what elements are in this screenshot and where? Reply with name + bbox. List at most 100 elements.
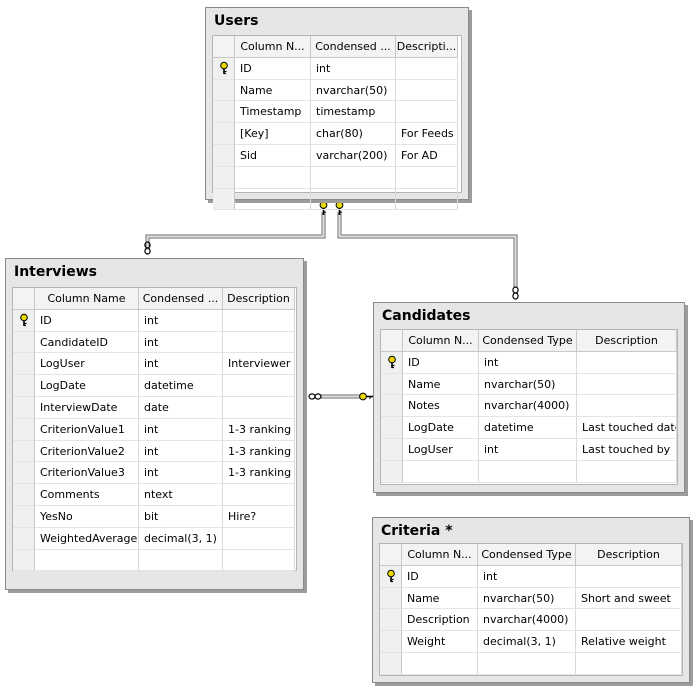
column-description-cell[interactable]	[577, 373, 677, 396]
column-type-cell[interactable]: int	[139, 353, 223, 376]
empty-cell[interactable]	[478, 652, 576, 675]
row-selector[interactable]	[380, 565, 402, 588]
column-description-cell[interactable]	[576, 609, 682, 632]
column-name-header[interactable]: Column Name	[35, 288, 139, 310]
column-description-cell[interactable]	[396, 57, 458, 80]
column-type-cell[interactable]: date	[139, 396, 223, 419]
column-description-cell[interactable]	[223, 309, 295, 332]
column-name-cell[interactable]: LogUser	[35, 353, 139, 376]
table-users[interactable]: Users Column N...Condensed ...Descripti.…	[205, 7, 469, 211]
column-description-cell[interactable]: Last touched date	[577, 417, 677, 439]
column-name-cell[interactable]: Sid	[235, 144, 311, 167]
empty-cell[interactable]	[311, 166, 396, 189]
column-name-header[interactable]: Column N...	[402, 544, 478, 566]
row-selector[interactable]	[13, 309, 35, 332]
empty-cell[interactable]	[396, 166, 458, 189]
column-name-cell[interactable]: LogDate	[403, 417, 479, 439]
relationship-interviews-users[interactable]	[145, 212, 326, 250]
column-type-cell[interactable]: int	[139, 440, 223, 463]
column-type-cell[interactable]: nvarchar(4000)	[478, 609, 576, 632]
row-selector[interactable]	[381, 417, 403, 439]
column-name-cell[interactable]: Weight	[402, 631, 478, 653]
row-selector-header[interactable]	[380, 544, 402, 566]
row-selector[interactable]	[213, 144, 235, 167]
row-selector-header[interactable]	[381, 330, 403, 352]
row-selector[interactable]	[13, 549, 35, 572]
row-selector[interactable]	[13, 484, 35, 506]
column-name-cell[interactable]: Name	[403, 373, 479, 396]
empty-cell[interactable]	[576, 652, 682, 675]
column-name-cell[interactable]: Description	[402, 609, 478, 632]
column-type-cell[interactable]: nvarchar(50)	[479, 373, 577, 396]
column-name-cell[interactable]: CriterionValue1	[35, 418, 139, 441]
row-selector[interactable]	[381, 395, 403, 418]
column-name-cell[interactable]: CriterionValue2	[35, 440, 139, 463]
description-header[interactable]: Description	[223, 288, 295, 310]
column-description-cell[interactable]	[396, 101, 458, 124]
row-selector[interactable]	[13, 331, 35, 354]
column-name-cell[interactable]: CandidateID	[35, 331, 139, 354]
column-type-cell[interactable]: int	[139, 309, 223, 332]
column-description-cell[interactable]: For AD	[396, 144, 458, 167]
column-type-cell[interactable]: int	[139, 331, 223, 354]
column-name-cell[interactable]: Timestamp	[235, 101, 311, 124]
column-description-cell[interactable]	[577, 395, 677, 418]
empty-cell[interactable]	[479, 460, 577, 483]
row-selector[interactable]	[13, 505, 35, 528]
empty-cell[interactable]	[402, 652, 478, 675]
row-selector[interactable]	[213, 188, 235, 211]
empty-cell[interactable]	[311, 188, 396, 211]
column-name-cell[interactable]: ID	[35, 309, 139, 332]
column-name-cell[interactable]: LogDate	[35, 375, 139, 397]
row-selector[interactable]	[213, 79, 235, 102]
condensed-type-header[interactable]: Condensed ...	[311, 36, 396, 58]
column-name-cell[interactable]: Name	[235, 79, 311, 102]
empty-cell[interactable]	[139, 549, 223, 572]
empty-row[interactable]	[380, 652, 682, 675]
column-type-cell[interactable]: int	[139, 418, 223, 441]
empty-row[interactable]	[213, 188, 461, 211]
column-name-cell[interactable]: Name	[402, 587, 478, 610]
empty-cell[interactable]	[235, 188, 311, 211]
row-selector[interactable]	[13, 396, 35, 419]
empty-cell[interactable]	[403, 460, 479, 483]
empty-cell[interactable]	[396, 188, 458, 211]
row-selector[interactable]	[13, 353, 35, 376]
column-description-cell[interactable]	[576, 565, 682, 588]
row-selector-header[interactable]	[213, 36, 235, 58]
row-selector[interactable]	[380, 587, 402, 610]
column-type-cell[interactable]: datetime	[479, 417, 577, 439]
empty-cell[interactable]	[223, 549, 295, 572]
column-description-cell[interactable]	[223, 527, 295, 550]
row-selector-header[interactable]	[13, 288, 35, 310]
empty-row[interactable]	[381, 460, 677, 483]
column-type-cell[interactable]: ntext	[139, 484, 223, 506]
column-description-cell[interactable]: Relative weight	[576, 631, 682, 653]
row-selector[interactable]	[213, 101, 235, 124]
column-name-cell[interactable]: LogUser	[403, 438, 479, 461]
column-description-cell[interactable]: Hire?	[223, 505, 295, 528]
column-type-cell[interactable]: char(80)	[311, 123, 396, 145]
column-description-cell[interactable]: 1-3 ranking	[223, 440, 295, 463]
description-header[interactable]: Descripti...	[396, 36, 458, 58]
column-description-cell[interactable]: 1-3 ranking	[223, 462, 295, 485]
column-type-cell[interactable]: nvarchar(4000)	[479, 395, 577, 418]
